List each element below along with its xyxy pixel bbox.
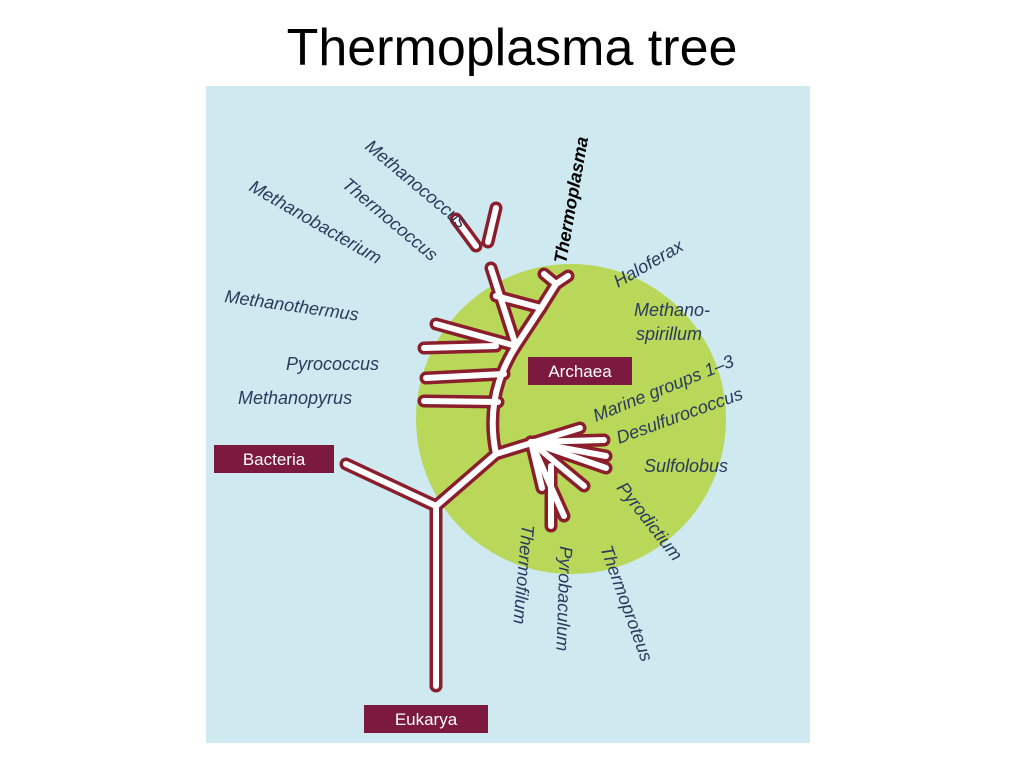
taxon-methanospirillum-line2: spirillum [636, 324, 702, 344]
bacteria-domain-label: Bacteria [243, 450, 306, 469]
slide-title: Thermoplasma tree [286, 19, 738, 77]
taxon-methanospirillum-line1: Methano- [634, 300, 710, 320]
eukarya-domain-box: Eukarya [364, 705, 488, 733]
taxon-pyrococcus: Pyrococcus [286, 354, 379, 374]
archaea-domain-label: Archaea [548, 362, 612, 381]
phylogenetic-tree-diagram: Archaea Bacteria Eukarya Methanococcus T… [206, 86, 810, 743]
eukarya-domain-label: Eukarya [395, 710, 458, 729]
archaea-domain-box: Archaea [528, 357, 632, 385]
taxon-methanopyrus: Methanopyrus [238, 388, 352, 408]
taxon-pyrobaculum: Pyrobaculum [552, 546, 576, 652]
taxon-sulfolobus: Sulfolobus [644, 456, 728, 476]
bacteria-domain-box: Bacteria [214, 445, 334, 473]
tree-branches-fill [343, 205, 609, 689]
